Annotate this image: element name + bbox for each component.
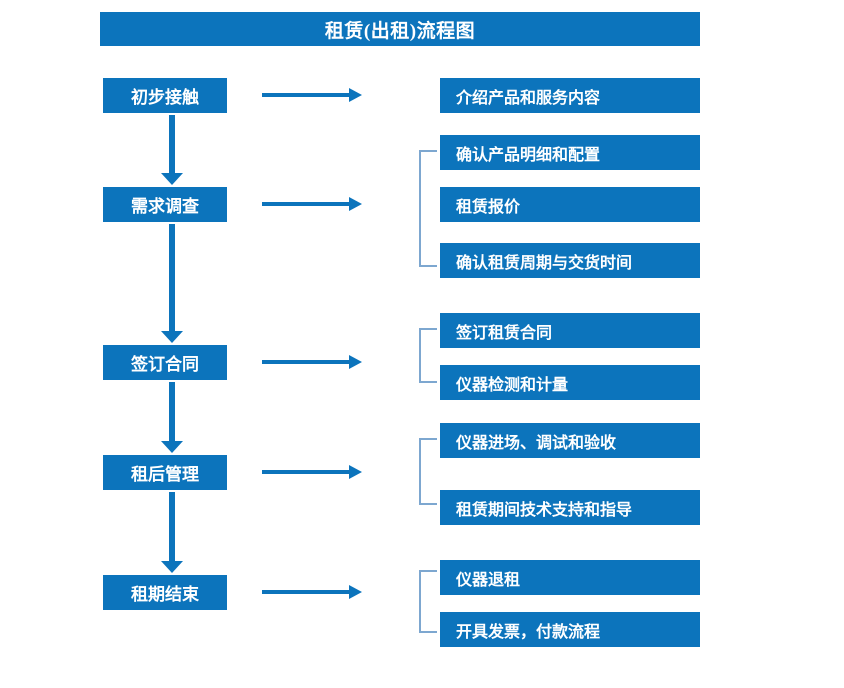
- arrow-shaft: [262, 93, 350, 97]
- detail-box-invoice-payment[interactable]: 开具发票，付款流程: [440, 612, 700, 647]
- detail-box-instrument-return[interactable]: 仪器退租: [440, 560, 700, 595]
- bracket-group-rental-end: [419, 570, 437, 633]
- arrow-shaft: [262, 202, 350, 206]
- arrow-shaft: [169, 492, 175, 561]
- vertical-arrow-stage2-to-stage3: [161, 224, 183, 343]
- arrow-head-down-icon: [161, 173, 183, 185]
- arrow-head-down-icon: [161, 331, 183, 343]
- bracket-group-post-rental: [419, 438, 437, 505]
- arrow-head-right-icon: [349, 197, 362, 211]
- horizontal-arrow-stage1-to-details: [262, 88, 362, 102]
- stage-box-sign-contract[interactable]: 签订合同: [103, 345, 227, 380]
- arrow-shaft: [262, 590, 350, 594]
- stage-box-needs-survey[interactable]: 需求调查: [103, 187, 227, 222]
- horizontal-arrow-stage5-to-details: [262, 585, 362, 599]
- horizontal-arrow-stage2-to-details: [262, 197, 362, 211]
- detail-box-confirm-rental-period[interactable]: 确认租赁周期与交货时间: [440, 243, 700, 278]
- arrow-shaft: [169, 224, 175, 331]
- page-title: 租赁(出租)流程图: [100, 12, 700, 46]
- stage-box-initial-contact[interactable]: 初步接触: [103, 78, 227, 113]
- vertical-arrow-stage4-to-stage5: [161, 492, 183, 573]
- arrow-shaft: [262, 360, 350, 364]
- horizontal-arrow-stage4-to-details: [262, 465, 362, 479]
- bracket-group-sign-contract: [419, 328, 437, 383]
- arrow-head-right-icon: [349, 465, 362, 479]
- arrow-head-right-icon: [349, 88, 362, 102]
- detail-box-instrument-entry-commissioning[interactable]: 仪器进场、调试和验收: [440, 423, 700, 458]
- detail-box-confirm-product-details[interactable]: 确认产品明细和配置: [440, 135, 700, 170]
- detail-box-instrument-testing[interactable]: 仪器检测和计量: [440, 365, 700, 400]
- arrow-head-down-icon: [161, 561, 183, 573]
- arrow-shaft: [169, 115, 175, 173]
- horizontal-arrow-stage3-to-details: [262, 355, 362, 369]
- detail-box-introduce-products[interactable]: 介绍产品和服务内容: [440, 78, 700, 113]
- arrow-head-down-icon: [161, 441, 183, 453]
- vertical-arrow-stage3-to-stage4: [161, 382, 183, 453]
- detail-box-technical-support[interactable]: 租赁期间技术支持和指导: [440, 490, 700, 525]
- arrow-shaft: [169, 382, 175, 441]
- stage-box-post-rental-management[interactable]: 租后管理: [103, 455, 227, 490]
- vertical-arrow-stage1-to-stage2: [161, 115, 183, 185]
- detail-box-sign-rental-contract[interactable]: 签订租赁合同: [440, 313, 700, 348]
- stage-box-rental-end[interactable]: 租期结束: [103, 575, 227, 610]
- arrow-head-right-icon: [349, 585, 362, 599]
- arrow-shaft: [262, 470, 350, 474]
- arrow-head-right-icon: [349, 355, 362, 369]
- detail-box-rental-quotation[interactable]: 租赁报价: [440, 187, 700, 222]
- bracket-group-needs-survey: [419, 150, 437, 267]
